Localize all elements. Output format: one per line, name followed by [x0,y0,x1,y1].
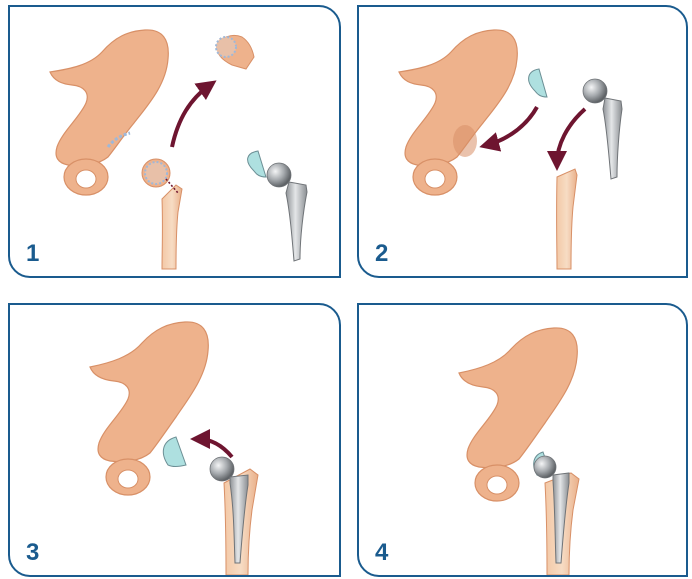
removed-femoral-head [216,35,254,69]
step-2-illustration [359,7,688,278]
femur-bone [142,159,182,269]
femur-with-stem [534,456,579,575]
femoral-stem-implant [583,79,622,179]
step-number: 2 [375,242,388,266]
step-number: 1 [26,242,39,266]
step-3-illustration [10,305,341,577]
head-reduction-arrow [198,439,232,457]
step-4-illustration [359,305,688,577]
femur-bone [557,169,577,269]
step-panel-4: 4 [357,303,688,577]
cup-insertion-arrow [487,107,537,145]
step-panel-2: 2 [357,5,688,278]
step-number: 3 [26,541,39,565]
removal-arrow [172,85,210,147]
step-panel-1: 1 [8,5,341,278]
implant-components [248,151,307,261]
stem-insertion-arrow [557,109,585,163]
pelvis-bone [90,322,208,495]
acetabular-cup [529,69,547,97]
step-1-illustration [10,7,341,278]
pelvis-bone [399,30,517,195]
step-panel-3: 3 [8,303,341,577]
step-number: 4 [375,541,388,565]
femur-with-stem [210,457,258,575]
